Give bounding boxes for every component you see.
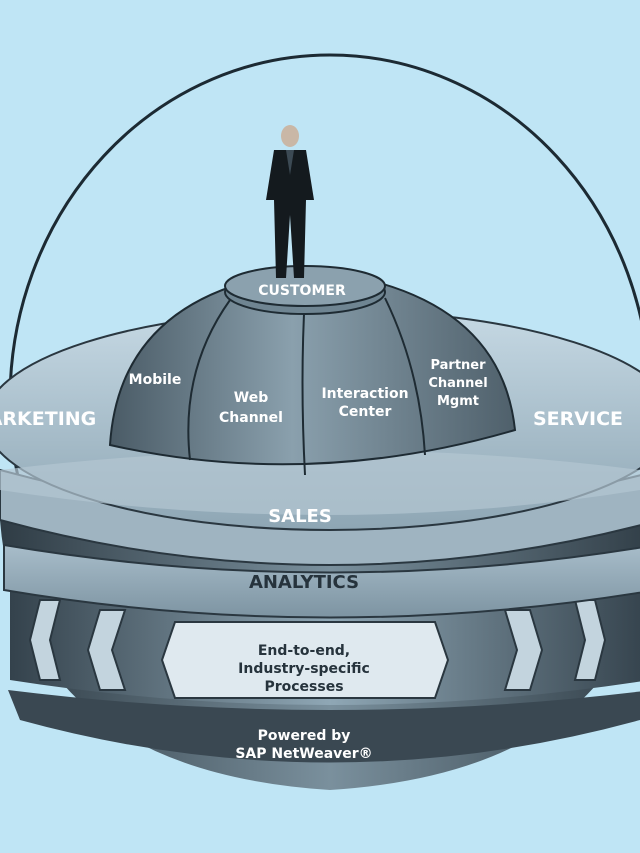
ring-label-sales: SALES (268, 506, 332, 527)
process-arrows (28, 599, 607, 699)
processes-label-line2: Industry-specific (238, 661, 370, 677)
dome-label-interaction-line1: Interaction (321, 386, 408, 402)
dome-label-partner-line1: Partner (430, 358, 486, 373)
dome-label-mobile: Mobile (129, 372, 182, 388)
dome-segment-lines (187, 294, 426, 476)
dome (108, 268, 517, 466)
analytics-band (3, 543, 640, 619)
customer-figure (266, 125, 314, 278)
processes-label-line1: End-to-end, (258, 643, 350, 659)
dome-label-interaction-line2: Center (339, 404, 392, 420)
analytics-label: ANALYTICS (249, 572, 359, 593)
dome-label-partner-line2: Channel (428, 376, 487, 391)
ring-label-service: SERVICE (533, 408, 623, 430)
dome-label-partner-line3: Mgmt (437, 394, 479, 409)
dome-label-web-line1: Web (234, 390, 268, 406)
ring-label-marketing: ARKETING (0, 408, 96, 430)
sales-sector (0, 450, 640, 515)
dome-label-web-line2: Channel (219, 410, 283, 426)
customer-label: CUSTOMER (258, 283, 346, 299)
platform-band (8, 690, 640, 763)
platform-label-line2: SAP NetWeaver® (235, 746, 372, 762)
processes-label-line3: Processes (264, 679, 343, 695)
platform-label-line1: Powered by (258, 728, 351, 744)
customer-pedestal-top (224, 265, 386, 307)
